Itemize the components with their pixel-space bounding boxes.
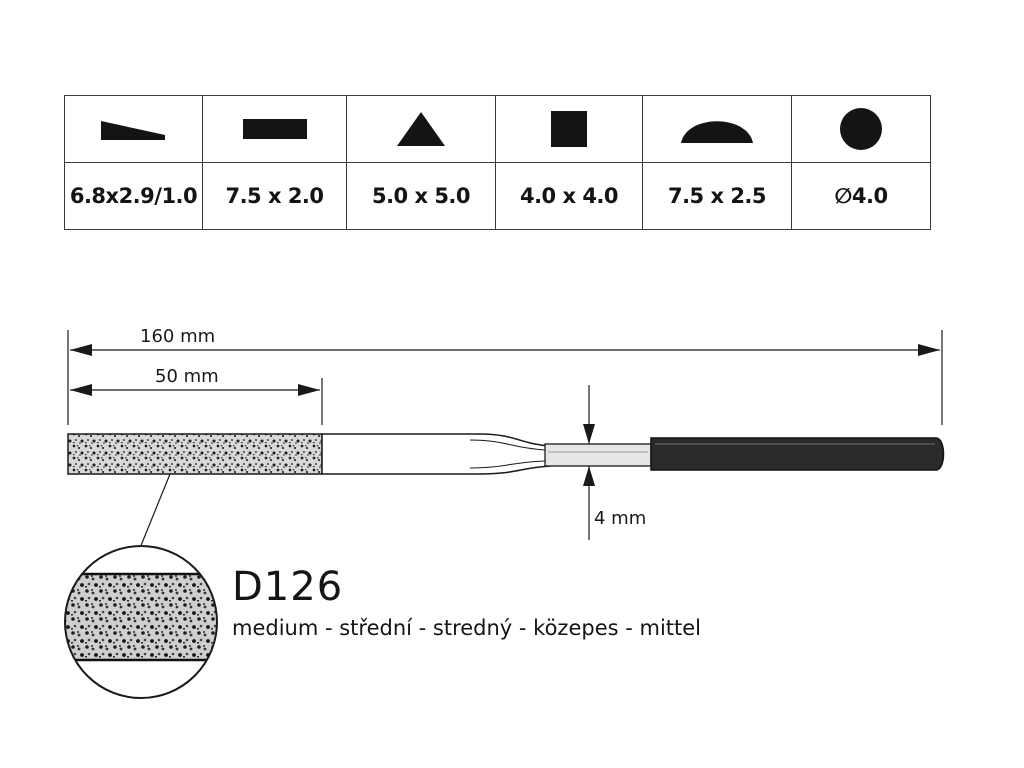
blade-section <box>321 433 551 475</box>
profile-cell-wedge <box>64 95 203 163</box>
profile-size: 7.5 x 2.5 <box>642 162 792 230</box>
diamond-coated-section <box>67 433 323 475</box>
grit-magnifier <box>64 545 218 699</box>
profile-table: 6.8x2.9/1.0 7.5 x 2.0 5.0 x 5.0 4.0 x 4.… <box>64 95 931 230</box>
shank-diameter-label: 4 mm <box>594 508 647 529</box>
rectangle-icon <box>242 119 307 139</box>
handle-section <box>650 437 945 471</box>
profile-size: 5.0 x 5.0 <box>346 162 496 230</box>
magnifier-leader-line <box>139 473 171 549</box>
half-round-icon <box>681 121 753 143</box>
profile-size: ∅4.0 <box>791 162 931 230</box>
profile-size: 6.8x2.9/1.0 <box>64 162 203 230</box>
triangle-icon <box>397 112 445 146</box>
profile-cell-round <box>791 95 931 163</box>
shank-section <box>544 443 652 467</box>
shank-diameter-dimension <box>583 385 595 540</box>
profile-size: 4.0 x 4.0 <box>495 162 643 230</box>
total-length-dimension <box>67 330 943 425</box>
round-icon <box>840 108 882 150</box>
total-length-label: 160 mm <box>140 326 216 347</box>
wedge-icon <box>100 121 165 140</box>
coated-length-label: 50 mm <box>155 366 219 387</box>
grit-code: D126 <box>232 564 344 610</box>
profile-size: 7.5 x 2.0 <box>202 162 347 230</box>
coated-length-dimension <box>70 378 323 425</box>
profile-size-row: 6.8x2.9/1.0 7.5 x 2.0 5.0 x 5.0 4.0 x 4.… <box>64 162 931 230</box>
profile-cell-half-round <box>642 95 792 163</box>
grit-description: medium - střední - stredný - közepes - m… <box>232 616 702 640</box>
profile-cell-rectangle <box>202 95 347 163</box>
square-icon <box>551 111 587 147</box>
